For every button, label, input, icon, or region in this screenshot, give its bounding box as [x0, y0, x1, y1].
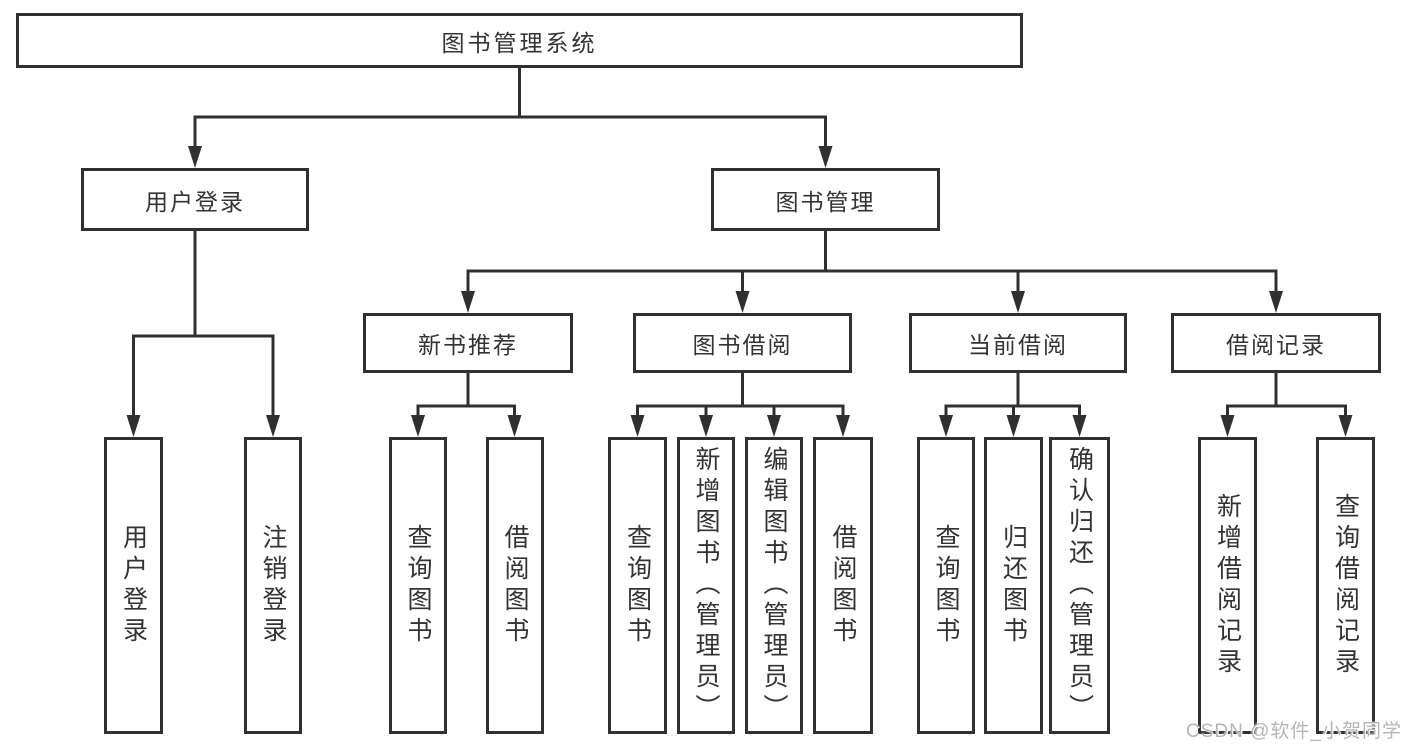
leaf-confirm-return-admin-label: 确认归还（管理员） [1065, 446, 1094, 725]
leaf-query-book-current: 查询图书 [917, 437, 975, 734]
leaf-confirm-return-admin: 确认归还（管理员） [1049, 437, 1110, 734]
node-book-borrow-label: 图书借阅 [692, 332, 793, 358]
node-user-login: 用户登录 [81, 168, 309, 231]
node-current-borrow-label: 当前借阅 [968, 332, 1068, 358]
leaf-return-book: 归还图书 [984, 437, 1043, 734]
leaf-borrow-book-label: 借阅图书 [829, 523, 857, 648]
leaf-return-book-label: 归还图书 [999, 523, 1028, 648]
leaf-user-login-action-label: 用户登录 [119, 523, 148, 648]
leaf-logout-action-label: 注销登录 [259, 523, 287, 648]
node-root-label: 图书管理系统 [441, 29, 598, 56]
node-borrow-record: 借阅记录 [1171, 313, 1381, 373]
leaf-logout-action: 注销登录 [244, 437, 302, 734]
leaf-query-book-borrow-label: 查询图书 [623, 523, 652, 648]
node-root: 图书管理系统 [16, 13, 1023, 68]
node-current-borrow: 当前借阅 [909, 313, 1127, 373]
leaf-borrow-book: 借阅图书 [813, 437, 873, 734]
node-user-login-label: 用户登录 [145, 188, 245, 215]
leaf-query-borrow-record: 查询借阅记录 [1316, 437, 1375, 734]
leaf-query-book-borrow: 查询图书 [608, 437, 667, 734]
leaf-add-borrow-record: 新增借阅记录 [1198, 437, 1257, 734]
node-book-borrow: 图书借阅 [633, 313, 852, 373]
node-borrow-record-label: 借阅记录 [1226, 332, 1326, 358]
leaf-edit-book-admin-label: 编辑图书（管理员） [760, 446, 788, 725]
leaf-add-borrow-record-label: 新增借阅记录 [1213, 492, 1242, 679]
leaf-user-login-action: 用户登录 [104, 437, 163, 734]
leaf-query-book-recommend: 查询图书 [389, 437, 447, 734]
leaf-edit-book-admin: 编辑图书（管理员） [745, 437, 803, 734]
node-new-book-recommend-label: 新书推荐 [418, 332, 518, 358]
leaf-add-book-admin-label: 新增图书（管理员） [692, 446, 720, 725]
node-book-management: 图书管理 [711, 168, 940, 231]
leaf-borrow-book-recommend: 借阅图书 [486, 437, 544, 734]
leaf-query-borrow-record-label: 查询借阅记录 [1331, 492, 1360, 679]
watermark-text: CSDN @软件_小贺同学 [1186, 721, 1402, 742]
leaf-query-book-current-label: 查询图书 [932, 523, 960, 648]
node-new-book-recommend: 新书推荐 [363, 313, 573, 373]
node-book-management-label: 图书管理 [775, 188, 876, 215]
leaf-add-book-admin: 新增图书（管理员） [677, 437, 735, 734]
leaf-query-book-recommend-label: 查询图书 [404, 523, 432, 648]
leaf-borrow-book-recommend-label: 借阅图书 [501, 523, 529, 648]
